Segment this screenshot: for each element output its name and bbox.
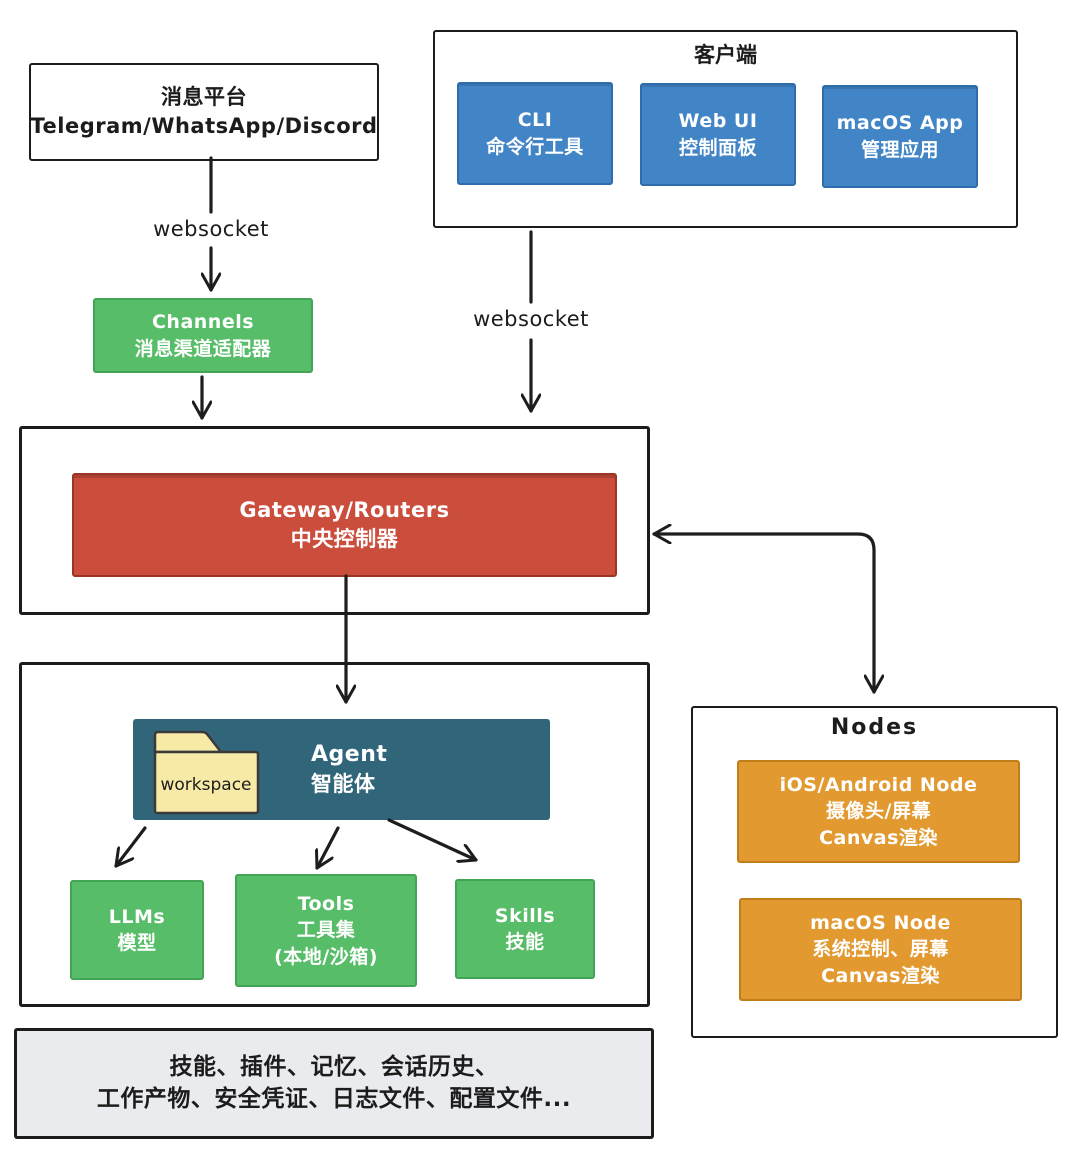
gateway-box: Gateway/Routers 中央控制器: [72, 473, 617, 577]
message-platform-subtitle: Telegram/WhatsApp/Discord: [30, 114, 378, 138]
webui-label: Web UI: [678, 110, 758, 133]
llms-sublabel: 模型: [117, 932, 157, 954]
agent-label: Agent: [311, 741, 388, 767]
storage-box: 技能、插件、记忆、会话历史、 工作产物、安全凭证、日志文件、配置文件...: [14, 1028, 654, 1139]
workspace-folder-icon: workspace: [153, 730, 260, 815]
macos-app-label: macOS App: [836, 112, 964, 135]
clients-panel-title: 客户端: [694, 43, 757, 67]
llms-label: LLMs: [108, 905, 166, 928]
nodes-panel-title: Nodes: [830, 715, 919, 740]
macos-node-sublabel: 系统控制、屏幕: [812, 938, 949, 961]
tools-box: Tools 工具集 (本地/沙箱): [235, 874, 417, 987]
tools-label: Tools: [297, 893, 355, 916]
gateway-sublabel: 中央控制器: [290, 527, 399, 551]
agent-sublabel: 智能体: [311, 772, 376, 797]
gateway-panel: Gateway/Routers 中央控制器: [19, 426, 650, 615]
tools-sublabel2: (本地/沙箱): [274, 945, 378, 968]
nodes-panel: Nodes iOS/Android Node 摄像头/屏幕 Canvas渲染 m…: [691, 706, 1058, 1038]
agent-panel: Agent 智能体 workspace LLMs 模型 Tools 工具集 (本…: [19, 662, 650, 1007]
workspace-folder-label: workspace: [160, 775, 251, 795]
ios-android-node-label: iOS/Android Node: [779, 774, 978, 797]
ios-android-node-box: iOS/Android Node 摄像头/屏幕 Canvas渲染: [737, 760, 1020, 863]
channels-sublabel: 消息渠道适配器: [134, 337, 272, 360]
macos-node-box: macOS Node 系统控制、屏幕 Canvas渲染: [739, 898, 1022, 1001]
websocket-label-right: websocket: [473, 307, 589, 331]
storage-line1: 技能、插件、记忆、会话历史、: [169, 1053, 499, 1080]
macos-app-sublabel: 管理应用: [860, 138, 939, 161]
cli-sublabel: 命令行工具: [486, 135, 584, 158]
ios-android-node-sublabel: 摄像头/屏幕: [826, 800, 931, 823]
cli-label: CLI: [517, 109, 553, 132]
llms-box: LLMs 模型: [70, 880, 204, 980]
skills-sublabel: 技能: [505, 931, 545, 953]
macos-node-label: macOS Node: [810, 912, 951, 935]
channels-label: Channels: [151, 311, 255, 334]
channels-box: Channels 消息渠道适配器: [93, 298, 313, 373]
webui-sublabel: 控制面板: [678, 136, 757, 159]
skills-label: Skills: [494, 904, 556, 927]
message-platform-title: 消息平台: [161, 85, 247, 110]
ios-android-node-sublabel2: Canvas渲染: [819, 826, 938, 849]
storage-line2: 工作产物、安全凭证、日志文件、配置文件...: [96, 1085, 572, 1112]
clients-panel: 客户端 CLI 命令行工具 Web UI 控制面板 macOS App 管理应用: [433, 30, 1018, 228]
message-platform-box: 消息平台 Telegram/WhatsApp/Discord: [29, 63, 379, 161]
skills-box: Skills 技能: [455, 879, 595, 979]
macos-app-box: macOS App 管理应用: [822, 85, 978, 188]
gateway-label: Gateway/Routers: [239, 498, 450, 523]
connector-gateway-nodes: [652, 534, 874, 694]
cli-box: CLI 命令行工具: [457, 82, 613, 185]
webui-box: Web UI 控制面板: [640, 83, 796, 186]
websocket-label-left: websocket: [153, 217, 269, 241]
tools-sublabel: 工具集: [296, 919, 356, 942]
macos-node-sublabel2: Canvas渲染: [821, 964, 940, 987]
